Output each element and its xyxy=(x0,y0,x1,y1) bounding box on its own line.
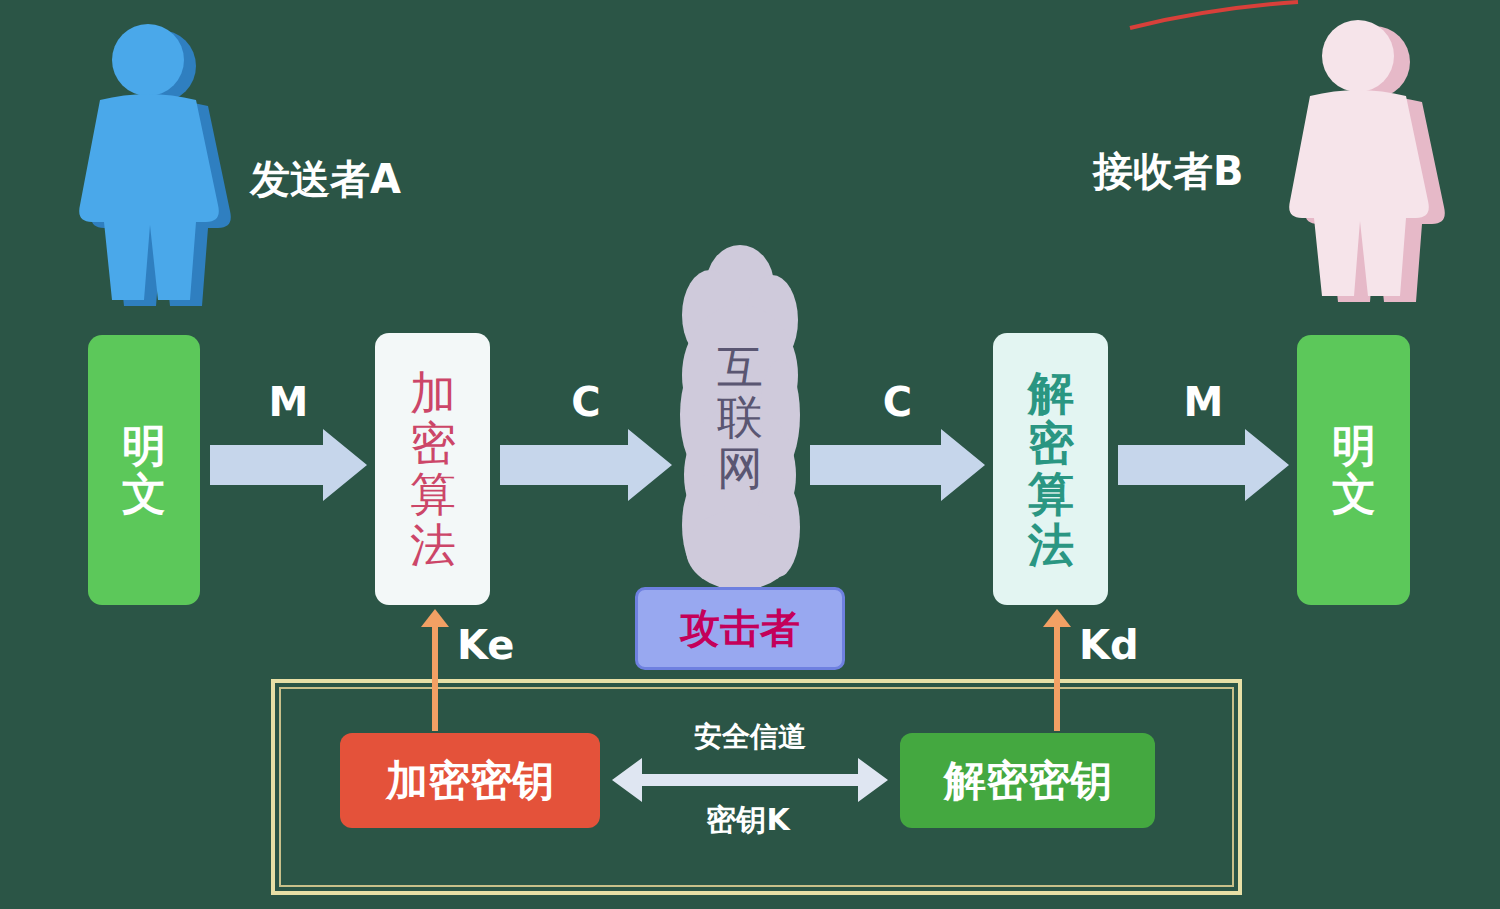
channel-arrow xyxy=(612,758,888,802)
connector xyxy=(210,429,367,501)
edge-label: M xyxy=(1184,379,1224,425)
receiver-figure xyxy=(1289,20,1445,302)
node-text: 加密算法 xyxy=(410,368,456,570)
plaintext-box: 明文 xyxy=(88,335,200,605)
connector xyxy=(810,429,985,501)
text-label: 发送者A xyxy=(250,152,401,207)
edge-label: C xyxy=(571,379,600,425)
connector xyxy=(421,609,449,731)
connector xyxy=(1118,429,1289,501)
connector xyxy=(1043,609,1071,731)
internet-cloud: 互联网 xyxy=(680,245,800,590)
attacker-box: 攻击者 xyxy=(635,587,845,670)
node-text: 加密密钥 xyxy=(386,753,554,809)
decrypt-algorithm-box: 解密算法 xyxy=(993,333,1108,605)
block-arrow xyxy=(210,429,367,501)
node-text: 明文 xyxy=(122,422,166,519)
plaintext-box: 明文 xyxy=(1297,335,1410,605)
edge-label: 安全信道 xyxy=(694,718,806,756)
cloud-puff xyxy=(686,510,794,590)
text-label: 接收者B xyxy=(1093,144,1244,199)
sender-figure xyxy=(79,24,231,306)
decrypt-key-box: 解密密钥 xyxy=(900,733,1155,828)
arrow-head xyxy=(1043,609,1071,627)
node-text: 解密密钥 xyxy=(944,753,1112,809)
encrypt-key-box: 加密密钥 xyxy=(340,733,600,828)
node-text: 攻击者 xyxy=(680,601,800,656)
edge-label: Ke xyxy=(457,622,514,668)
node-text: 解密算法 xyxy=(1028,368,1074,570)
connector xyxy=(500,429,672,501)
node-text: 互联网 xyxy=(717,342,763,494)
block-arrow xyxy=(1118,429,1289,501)
key-frame-inner xyxy=(280,688,1233,886)
key-line xyxy=(1054,625,1060,731)
text-label: 密钥K xyxy=(706,800,789,841)
chalk-mark xyxy=(1130,2,1298,28)
edge-label: C xyxy=(883,379,912,425)
block-arrow xyxy=(810,429,985,501)
block-arrow xyxy=(500,429,672,501)
encrypt-algorithm-box: 加密算法 xyxy=(375,333,490,605)
key-frame xyxy=(273,681,1240,893)
connector xyxy=(612,758,888,802)
edge-label: M xyxy=(269,379,309,425)
node-text: 明文 xyxy=(1332,422,1376,519)
arrow-head xyxy=(421,609,449,627)
edge-label: Kd xyxy=(1079,622,1139,668)
key-line xyxy=(432,625,438,731)
